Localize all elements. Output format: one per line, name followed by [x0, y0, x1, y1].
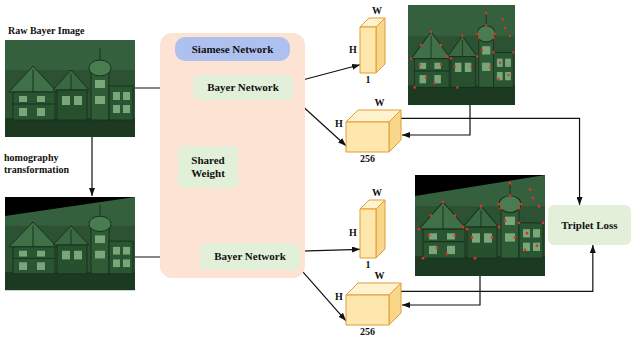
dimension-label: W	[369, 187, 385, 199]
art-part	[418, 182, 545, 260]
box-label: Shared Weight	[182, 154, 234, 179]
connector-arrow	[401, 118, 580, 205]
network-box: Bayer Network	[193, 75, 293, 100]
cuboid-front	[346, 295, 389, 325]
image-caption: homography transformation	[4, 152, 86, 176]
connector-arrow	[300, 249, 360, 251]
connector-arrow	[300, 269, 346, 321]
cuboid-shape	[346, 110, 401, 152]
shared-weight-box: Shared Weight	[178, 146, 238, 188]
descriptor-cuboid: WH256	[346, 283, 401, 325]
score-map-cuboid: WH1	[360, 18, 385, 73]
dimension-label: H	[334, 118, 344, 130]
image-arrow	[402, 105, 470, 135]
loss-box: Triplet Loss	[548, 205, 631, 245]
cuboid-front	[360, 209, 376, 258]
box-label: Bayer Network	[207, 81, 279, 94]
dimension-label: 256	[346, 153, 389, 165]
dimension-label: H	[348, 44, 358, 56]
dimension-label: H	[334, 291, 344, 303]
cuboid-side	[376, 18, 385, 73]
dimension-label: 1	[360, 259, 376, 271]
warped-image	[5, 197, 135, 290]
cuboid-shape	[346, 283, 401, 325]
siamese-panel: Siamese NetworkBayer NetworkShared Weigh…	[160, 33, 305, 278]
dimension-label: W	[369, 5, 385, 17]
art-part	[415, 175, 545, 276]
network-box: Bayer Network	[200, 243, 300, 270]
raw-image	[5, 40, 135, 137]
warp-border	[5, 197, 135, 216]
dimension-label: H	[348, 227, 358, 239]
art-part	[408, 5, 515, 105]
connector-arrow	[401, 245, 593, 291]
cuboid-side	[389, 283, 401, 325]
cuboid-front	[360, 27, 376, 73]
keypoint-image	[408, 5, 515, 105]
art-part	[5, 197, 135, 290]
cuboid-side	[376, 200, 385, 258]
cuboid-side	[389, 110, 401, 152]
descriptor-cuboid: WH256	[346, 110, 401, 152]
dimension-label: W	[358, 270, 401, 282]
cuboid-shape	[360, 18, 385, 73]
warped-keypoint-image	[415, 175, 545, 276]
dimension-label: 1	[360, 74, 376, 86]
score-map-cuboid: WH1	[360, 200, 385, 258]
art-part	[5, 40, 135, 137]
image-caption: Raw Bayer Image	[8, 25, 138, 37]
panel-heading: Siamese Network	[175, 37, 290, 61]
box-label: Bayer Network	[214, 250, 286, 263]
dimension-label: 256	[346, 326, 389, 338]
art-part	[410, 12, 514, 89]
box-label: Triplet Loss	[561, 219, 617, 232]
cuboid-shape	[360, 200, 385, 258]
image-arrow	[402, 276, 480, 305]
homography-arrow	[91, 137, 92, 196]
warp-border	[415, 175, 545, 196]
cuboid-front	[346, 122, 389, 152]
dimension-label: W	[358, 97, 401, 109]
